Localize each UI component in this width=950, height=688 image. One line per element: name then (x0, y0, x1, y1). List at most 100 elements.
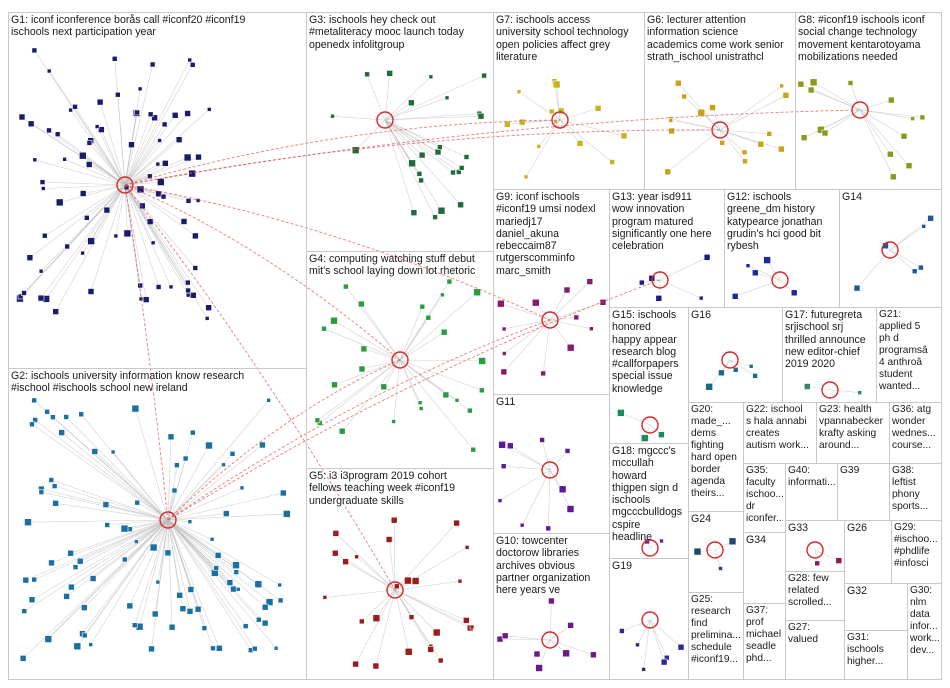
group-box-g6[interactable]: G6: lecturer attention information scien… (644, 12, 796, 190)
group-box-g9[interactable]: G9: iconf ischools #iconf19 umsi nodexl … (493, 189, 610, 395)
vertex-g1-21 (27, 120, 35, 128)
edge-g1-58 (42, 181, 126, 186)
hub-loop-g17 (821, 381, 839, 399)
vertex-g10-0 (535, 664, 543, 672)
group-box-g26[interactable]: G26 (844, 520, 892, 584)
group-box-g5[interactable]: G5: i3 i3program 2019 cohort fellows tea… (306, 468, 494, 680)
group-box-g27[interactable]: G27: valued (785, 620, 845, 680)
group-box-g21[interactable]: G21: applied 5 ph d programsâ 4 anthroâ … (876, 307, 942, 403)
group-label-g40: G40: informati... (788, 465, 835, 488)
vertex-g2-78 (213, 565, 219, 571)
group-box-g28[interactable]: G28: few related scrolled... (785, 571, 845, 621)
edge-g7-12 (559, 108, 599, 121)
vertex-g2-32 (22, 576, 30, 584)
group-label-g33: G33 (788, 522, 809, 534)
hub-loop-g2 (159, 511, 177, 529)
edge-g3-1 (384, 119, 467, 158)
group-box-g31[interactable]: G31: ischools higher... (844, 630, 908, 680)
vertex-g18-0 (659, 538, 664, 544)
group-box-g2[interactable]: G2: ischools university information know… (8, 368, 307, 680)
vertex-g3-13 (416, 171, 423, 177)
vertex-g8-13 (889, 173, 897, 181)
group-label-g32: G32 (847, 585, 868, 597)
edge-g2-72 (157, 519, 169, 583)
edge-g4-23 (399, 359, 474, 450)
edge-g6-3 (678, 83, 721, 131)
group-box-g10[interactable]: G10: towcenter doctorow libraries archiv… (493, 533, 610, 680)
vertex-g4-15 (358, 365, 366, 373)
group-box-g1[interactable]: G1: iconf iconference borås call #iconf2… (8, 12, 307, 369)
group-box-g19[interactable]: G19 (609, 558, 689, 680)
vertex-g1-75 (64, 243, 70, 250)
group-box-g12[interactable]: G12: ischools greene_dm history katypear… (724, 189, 840, 308)
vertex-g1-52 (31, 47, 38, 54)
group-box-g17[interactable]: G17: futuregreta srjischool srj thrilled… (782, 307, 877, 403)
group-box-g34[interactable]: G34 (743, 532, 786, 604)
vertex-g2-34 (73, 642, 82, 651)
vertex-g1-6 (171, 112, 179, 119)
vertex-g12-1 (790, 289, 798, 297)
edge-g2-55 (134, 519, 169, 626)
edge-g2-17 (84, 519, 169, 608)
group-label-g26: G26 (847, 522, 868, 534)
group-label-g11: G11 (496, 396, 516, 408)
edge-g2-12 (167, 492, 284, 521)
group-box-g36[interactable]: G36: atg wonder wednes... course... (889, 402, 942, 464)
vertex-g2-15 (216, 644, 223, 652)
group-box-g15[interactable]: G15: ischools honored happy appear resea… (609, 307, 689, 444)
edge-g2-69 (31, 424, 169, 521)
vertex-g1-72 (185, 279, 191, 286)
edge-g3-16 (384, 119, 459, 173)
group-box-g13[interactable]: G13: year isd911 wow innovation program … (609, 189, 725, 308)
group-box-g40[interactable]: G40: informati... (785, 463, 838, 521)
vertex-g5-10 (372, 614, 381, 623)
group-box-g39[interactable]: G39 (837, 463, 890, 521)
vertex-g5-6 (390, 516, 398, 524)
edge-g2-37 (24, 519, 169, 612)
group-box-g38[interactable]: G38: leftist phony sports... (889, 463, 942, 521)
vertex-g11-6 (500, 463, 507, 470)
group-box-g30[interactable]: G30: nlm data infor... work... dev... (907, 583, 942, 680)
vertex-g2-86 (242, 623, 249, 629)
vertex-g2-38 (176, 591, 183, 599)
edge-g5-23 (394, 589, 412, 618)
vertex-g12-4 (731, 292, 739, 300)
edge-g9-8 (503, 319, 551, 373)
group-box-g29[interactable]: G29: #ischoo... #phdlife #infosci (891, 520, 942, 584)
vertex-g9-4 (497, 299, 505, 308)
vertex-g2-45 (182, 455, 189, 462)
vertex-g3-9 (450, 169, 456, 176)
edge-g5-3 (394, 589, 467, 621)
group-label-g16: G16 (691, 309, 712, 321)
vertex-g8-1 (821, 129, 829, 137)
group-box-g8[interactable]: G8: #iconf19 ischools iconf social chang… (795, 12, 942, 190)
vertex-g3-16 (455, 169, 462, 175)
group-box-g16[interactable]: G16 (688, 307, 783, 403)
group-box-g14[interactable]: G14 (839, 189, 942, 308)
group-box-g32[interactable]: G32 (844, 583, 908, 631)
group-label-g28: G28: few related scrolled... (788, 573, 832, 608)
group-box-g35[interactable]: G35: faculty ischoo... dr iconfer... (743, 463, 786, 533)
group-box-g23[interactable]: G23: health vpannabecker krafty asking a… (816, 402, 890, 464)
group-box-g33[interactable]: G33 (785, 520, 845, 572)
edge-g9-6 (549, 319, 571, 348)
edge-g1-57 (90, 184, 126, 292)
group-box-g25[interactable]: G25: research find prelimina... schedule… (688, 592, 744, 680)
group-box-g11[interactable]: G11 (493, 394, 610, 534)
group-box-g3[interactable]: G3: ischools hey check out #metaliteracy… (306, 12, 494, 252)
group-box-g7[interactable]: G7: ischools access university school te… (493, 12, 645, 190)
vertex-g12-2 (763, 256, 771, 264)
vertex-g2-94 (221, 462, 226, 468)
group-box-g18[interactable]: G18: mgccc's mccullah howard thigpen sig… (609, 443, 689, 559)
vertex-g1-82 (54, 131, 61, 137)
vertex-g16-3 (748, 363, 754, 369)
group-box-g37[interactable]: G37: prof michael seadle phd... (743, 603, 786, 680)
vertex-g2-53 (44, 635, 53, 643)
vertex-g8-8 (847, 80, 854, 86)
group-box-g4[interactable]: G4: computing watching stuff debut mit's… (306, 251, 494, 469)
edge-g1-20 (124, 184, 159, 288)
group-box-g22[interactable]: G22: ischool s hala annabi creates autis… (743, 402, 817, 464)
group-box-g20[interactable]: G20: made_... dems fighting hard open bo… (688, 402, 744, 512)
edge-g2-75 (167, 519, 280, 586)
group-box-g24[interactable]: G24 (688, 511, 744, 593)
